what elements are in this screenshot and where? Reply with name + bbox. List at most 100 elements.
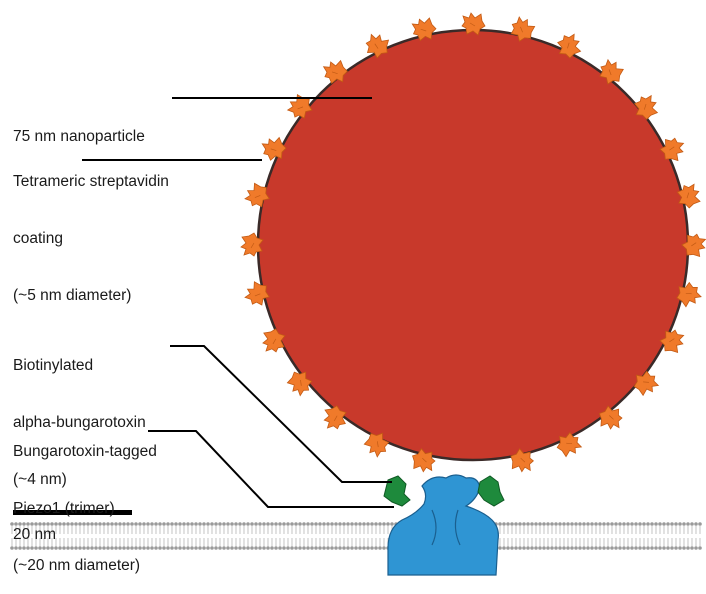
lipid-head-icon (282, 522, 286, 526)
lipid-head-icon (250, 522, 254, 526)
lipid-head-icon (650, 522, 654, 526)
lipid-head-icon (630, 522, 634, 526)
lipid-head-icon (226, 522, 230, 526)
lipid-head-icon (358, 522, 362, 526)
lipid-head-icon (174, 522, 178, 526)
lipid-head-icon (514, 522, 518, 526)
lipid-head-icon (518, 522, 522, 526)
lipid-head-icon (278, 522, 282, 526)
streptavidin-label-line-2: coating (13, 229, 169, 248)
lipid-head-icon (378, 546, 382, 550)
lipid-head-icon (562, 546, 566, 550)
lipid-head-icon (498, 522, 502, 526)
lipid-head-icon (390, 522, 394, 526)
lipid-head-icon (502, 522, 506, 526)
lipid-head-icon (602, 546, 606, 550)
lipid-head-icon (198, 522, 202, 526)
lipid-head-icon (186, 522, 190, 526)
lipid-head-icon (218, 522, 222, 526)
lipid-head-icon (206, 522, 210, 526)
lipid-head-icon (678, 522, 682, 526)
piezo-leader-line (148, 431, 394, 507)
lipid-head-icon (566, 546, 570, 550)
lipid-head-icon (646, 546, 650, 550)
lipid-head-icon (314, 546, 318, 550)
lipid-head-icon (562, 522, 566, 526)
lipid-head-icon (610, 522, 614, 526)
lipid-head-icon (310, 522, 314, 526)
lipid-head-icon (318, 546, 322, 550)
lipid-head-icon (686, 522, 690, 526)
lipid-head-icon (642, 522, 646, 526)
lipid-head-icon (546, 546, 550, 550)
lipid-head-icon (590, 546, 594, 550)
lipid-head-icon (526, 546, 530, 550)
lipid-head-icon (302, 522, 306, 526)
lipid-head-icon (246, 522, 250, 526)
lipid-head-icon (210, 546, 214, 550)
lipid-head-icon (202, 546, 206, 550)
lipid-head-icon (694, 546, 698, 550)
streptavidin-label-line-1: Tetrameric streptavidin (13, 172, 169, 191)
lipid-head-icon (618, 546, 622, 550)
lipid-head-icon (366, 546, 370, 550)
lipid-head-icon (626, 546, 630, 550)
lipid-head-icon (326, 522, 330, 526)
lipid-head-icon (350, 522, 354, 526)
lipid-head-icon (342, 546, 346, 550)
lipid-head-icon (330, 546, 334, 550)
lipid-head-icon (510, 522, 514, 526)
lipid-head-icon (310, 546, 314, 550)
lipid-head-icon (694, 522, 698, 526)
lipid-head-icon (302, 546, 306, 550)
lipid-head-icon (314, 522, 318, 526)
lipid-head-icon (618, 522, 622, 526)
lipid-head-icon (238, 522, 242, 526)
lipid-head-icon (594, 522, 598, 526)
lipid-head-icon (262, 522, 266, 526)
lipid-head-icon (558, 546, 562, 550)
lipid-head-icon (650, 546, 654, 550)
lipid-head-icon (222, 546, 226, 550)
scale-bar-label-text: 20 nm (13, 525, 56, 544)
lipid-head-icon (546, 522, 550, 526)
lipid-head-icon (354, 522, 358, 526)
lipid-head-icon (590, 522, 594, 526)
lipid-head-icon (682, 522, 686, 526)
lipid-head-icon (534, 522, 538, 526)
lipid-head-icon (610, 546, 614, 550)
bungarotoxin-left-icon (384, 476, 410, 506)
lipid-head-icon (370, 546, 374, 550)
lipid-head-icon (162, 522, 166, 526)
streptavidin-label: Tetrameric streptavidin coating (~5 nm d… (13, 134, 169, 324)
lipid-head-icon (634, 546, 638, 550)
lipid-head-icon (226, 546, 230, 550)
lipid-head-icon (182, 522, 186, 526)
lipid-head-icon (306, 546, 310, 550)
lipid-head-icon (270, 546, 274, 550)
lipid-head-icon (682, 546, 686, 550)
lipid-head-icon (382, 522, 386, 526)
lipid-head-icon (614, 522, 618, 526)
lipid-head-icon (622, 546, 626, 550)
lipid-head-icon (186, 546, 190, 550)
lipid-head-icon (378, 522, 382, 526)
bungarotoxin-label-line-1: Biotinylated (13, 356, 146, 375)
lipid-head-icon (290, 546, 294, 550)
lipid-head-icon (346, 522, 350, 526)
lipid-head-icon (170, 546, 174, 550)
lipid-head-icon (538, 546, 542, 550)
lipid-head-icon (330, 522, 334, 526)
lipid-head-icon (594, 546, 598, 550)
lipid-head-icon (194, 522, 198, 526)
lipid-head-icon (614, 546, 618, 550)
lipid-head-icon (326, 546, 330, 550)
lipid-head-icon (530, 546, 534, 550)
lipid-head-icon (374, 546, 378, 550)
lipid-head-icon (214, 546, 218, 550)
lipid-head-icon (178, 522, 182, 526)
lipid-head-icon (178, 546, 182, 550)
lipid-head-icon (370, 522, 374, 526)
lipid-head-icon (666, 522, 670, 526)
lipid-head-icon (506, 546, 510, 550)
